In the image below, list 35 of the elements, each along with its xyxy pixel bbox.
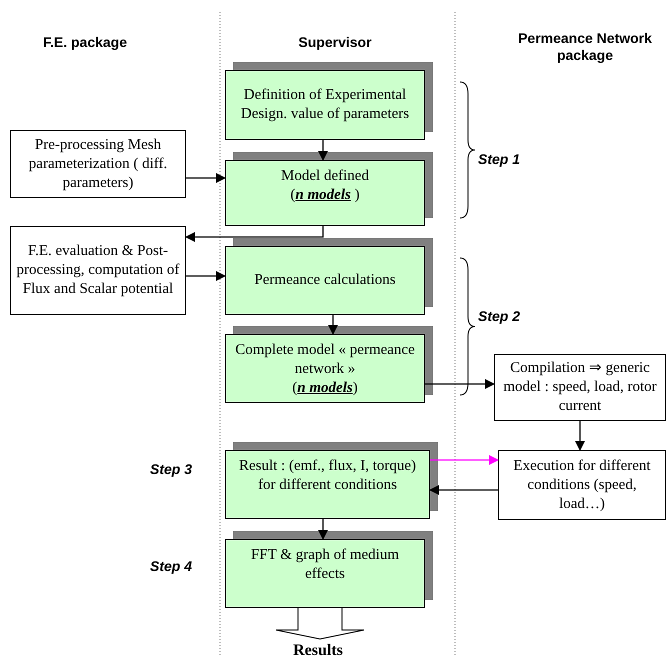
arrow bbox=[186, 271, 226, 281]
box-text: Permeance calculations bbox=[253, 271, 397, 290]
box-text: (n models) bbox=[291, 379, 359, 398]
box-text: Result : (emf., flux, I, torque) for different conditions bbox=[238, 457, 418, 495]
column-header: Permeance Network package bbox=[517, 30, 653, 64]
step-label: Step 3 bbox=[150, 461, 194, 478]
step-label: Step 1 bbox=[478, 151, 522, 168]
step-label: Step 2 bbox=[478, 308, 522, 325]
box-text: Pre-processing Mesh parameterization ( diff. parameters) bbox=[28, 136, 168, 192]
arrow bbox=[186, 173, 226, 183]
process-box bbox=[10, 130, 186, 198]
block-arrow bbox=[276, 608, 364, 640]
column-header: F.E. package bbox=[42, 34, 128, 51]
box-text: Model defined bbox=[280, 167, 370, 186]
process-box bbox=[498, 450, 666, 520]
arrow bbox=[575, 421, 585, 451]
result-text: Results bbox=[278, 639, 358, 661]
arrow bbox=[430, 455, 499, 465]
process-box bbox=[494, 354, 666, 421]
box-text: Complete model « permeance network » bbox=[234, 341, 416, 379]
box-text: F.E. evaluation & Post- processing, computation of Flux and Scalar potential bbox=[16, 242, 180, 299]
arrow bbox=[185, 226, 324, 242]
box-text: FFT & graph of medium effects bbox=[250, 546, 400, 584]
box-text: Definition of Experimental Design. value of parameters bbox=[240, 86, 410, 124]
arrow bbox=[318, 519, 328, 540]
arrow bbox=[318, 140, 328, 161]
box-text: Compilation ⇒ generic model : speed, load, rotor current bbox=[502, 359, 658, 416]
process-box bbox=[10, 226, 186, 315]
arrow bbox=[425, 379, 495, 389]
step-label: Step 4 bbox=[150, 558, 194, 575]
arrow bbox=[429, 485, 498, 495]
box-text: Execution for different conditions (speed, load…) bbox=[512, 456, 652, 514]
arrow bbox=[328, 315, 338, 335]
box-text: (n models ) bbox=[289, 186, 361, 205]
column-header: Supervisor bbox=[297, 34, 373, 51]
